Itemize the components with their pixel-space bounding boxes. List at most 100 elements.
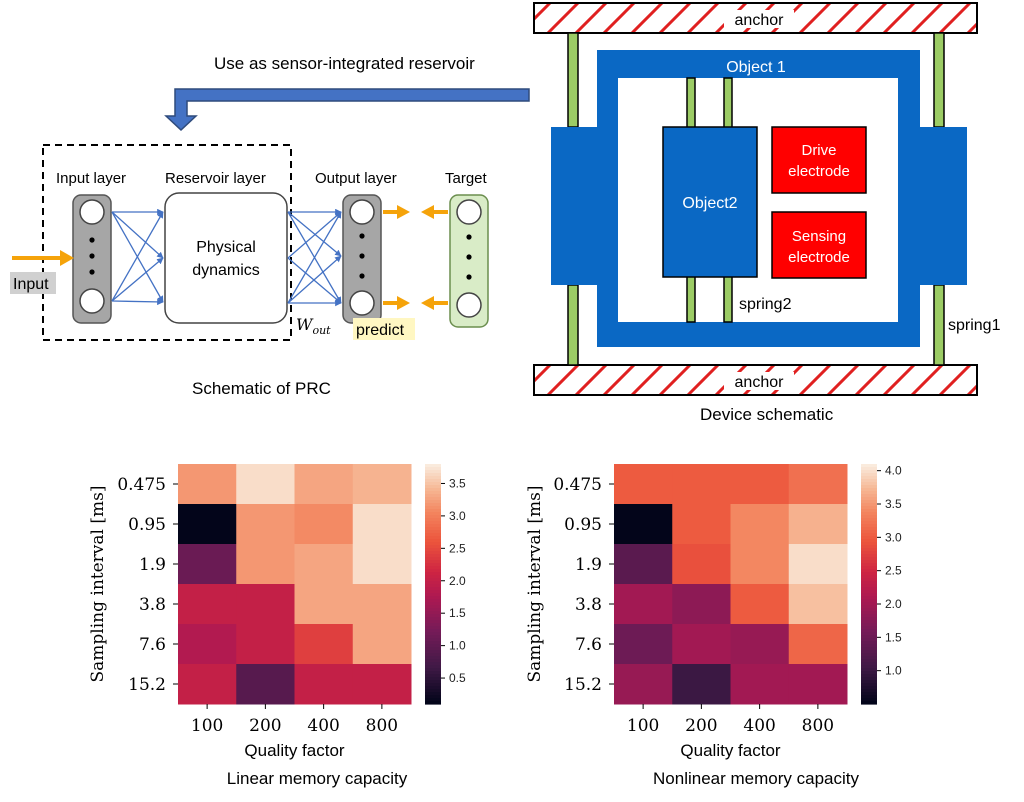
colorbar-slice <box>425 620 441 624</box>
anchor-top: anchor <box>533 2 978 34</box>
colorbar-slice <box>861 563 877 567</box>
heatmap-cell <box>294 664 354 705</box>
heatmap-title: Linear memory capacity <box>227 769 408 788</box>
colorbar-slice <box>861 530 877 534</box>
colorbar-slice <box>425 500 441 504</box>
colorbar-slice <box>861 575 877 579</box>
hatch-line <box>658 365 692 395</box>
colorbar-slice <box>861 644 877 648</box>
colorbar-slice <box>425 554 441 558</box>
heatmap-cell <box>178 664 237 705</box>
x-tick-label: 200 <box>685 716 717 736</box>
hatch-line <box>574 3 608 33</box>
colorbar-tick-label: 3.5 <box>885 497 902 511</box>
colorbar-slice <box>425 677 441 681</box>
colorbar-slice <box>861 689 877 693</box>
drive-electrode-line2: electrode <box>788 163 850 180</box>
spring1-label: spring1 <box>948 317 1001 334</box>
heatmap-cell <box>236 464 295 505</box>
heatmap-cell <box>236 664 295 705</box>
colorbar-slice <box>425 497 441 501</box>
heatmap-cell <box>352 544 412 585</box>
colorbar-slice <box>425 548 441 552</box>
colorbar-slice <box>425 641 441 645</box>
hatch-line <box>938 3 972 33</box>
device-caption: Device schematic <box>700 405 834 424</box>
colorbar-slice <box>425 638 441 642</box>
target-label: Target <box>445 170 488 187</box>
heatmap-cell <box>672 584 731 625</box>
colorbar-slice <box>861 686 877 690</box>
colorbar-slice <box>861 617 877 621</box>
hatch-line <box>798 3 832 33</box>
colorbar-slice <box>861 653 877 657</box>
input-node-top <box>79 199 105 225</box>
colorbar-slice <box>425 602 441 606</box>
hatch-line <box>602 3 636 33</box>
heatmap-cell <box>788 664 848 705</box>
colorbar-tick-label: 3.5 <box>449 476 466 490</box>
predict-label: predict <box>356 322 405 339</box>
heatmap-cell <box>614 624 673 665</box>
reservoir-box <box>164 192 288 324</box>
sensor-reservoir-caption: Use as sensor-integrated reservoir <box>214 54 475 73</box>
colorbar-slice <box>861 488 877 492</box>
y-tick-label: 15.2 <box>564 675 602 695</box>
colorbar-slice <box>861 656 877 660</box>
colorbar-slice <box>861 698 877 702</box>
spring1-top-left <box>567 32 579 128</box>
anchor-bottom-label: anchor <box>735 374 785 391</box>
colorbar-slice <box>861 614 877 618</box>
colorbar-slice <box>861 578 877 582</box>
anchor-top-label: anchor <box>735 12 785 29</box>
output-node-top <box>349 199 375 225</box>
colorbar-slice <box>861 557 877 561</box>
colorbar-tick-label: 2.0 <box>449 574 466 588</box>
y-axis-label: Sampling interval [ms] <box>88 486 108 683</box>
colorbar-tick-label: 2.0 <box>885 597 902 611</box>
colorbar-slice <box>861 629 877 633</box>
heatmap-cell <box>614 584 673 625</box>
x-tick-label: 400 <box>743 716 775 736</box>
colorbar-slice <box>425 503 441 507</box>
colorbar-slice <box>425 539 441 543</box>
colorbar-slice <box>861 467 877 471</box>
heatmap-cell <box>352 584 412 625</box>
input-node-bottom <box>79 288 105 314</box>
heatmap-cell <box>294 584 354 625</box>
colorbar-slice <box>861 599 877 603</box>
colorbar-slice <box>861 509 877 513</box>
colorbar-slice <box>425 584 441 588</box>
colorbar-slice <box>861 503 877 507</box>
heatmap-cell <box>178 504 237 545</box>
colorbar-slice <box>425 686 441 690</box>
hatch-line <box>966 21 977 33</box>
colorbar-slice <box>861 479 877 483</box>
drive-electrode-line1: Drive <box>801 142 836 159</box>
colorbar-slice <box>425 479 441 483</box>
colorbar-slice <box>425 575 441 579</box>
heatmap-cell <box>178 584 237 625</box>
colorbar-slice <box>425 644 441 648</box>
colorbar-slice <box>425 473 441 477</box>
colorbar-slice <box>425 632 441 636</box>
y-tick-label: 7.6 <box>139 635 166 655</box>
target-column <box>449 194 489 328</box>
sensing-electrode-line2: electrode <box>788 249 850 266</box>
colorbar-tick-label: 1.5 <box>885 630 902 644</box>
heatmap-cell <box>788 504 848 545</box>
hatch-line <box>882 3 916 33</box>
colorbar-slice <box>425 533 441 537</box>
hatch-line <box>686 3 720 33</box>
y-tick-label: 1.9 <box>575 555 602 575</box>
colorbar-slice <box>425 617 441 621</box>
target-node-top <box>456 199 482 225</box>
hatch-line <box>826 365 860 395</box>
colorbar-slice <box>425 491 441 495</box>
input-dot <box>89 253 95 259</box>
heatmap-cell <box>294 504 354 545</box>
hatch-line <box>938 365 972 395</box>
heatmap-cell <box>294 624 354 665</box>
colorbar-slice <box>425 671 441 675</box>
